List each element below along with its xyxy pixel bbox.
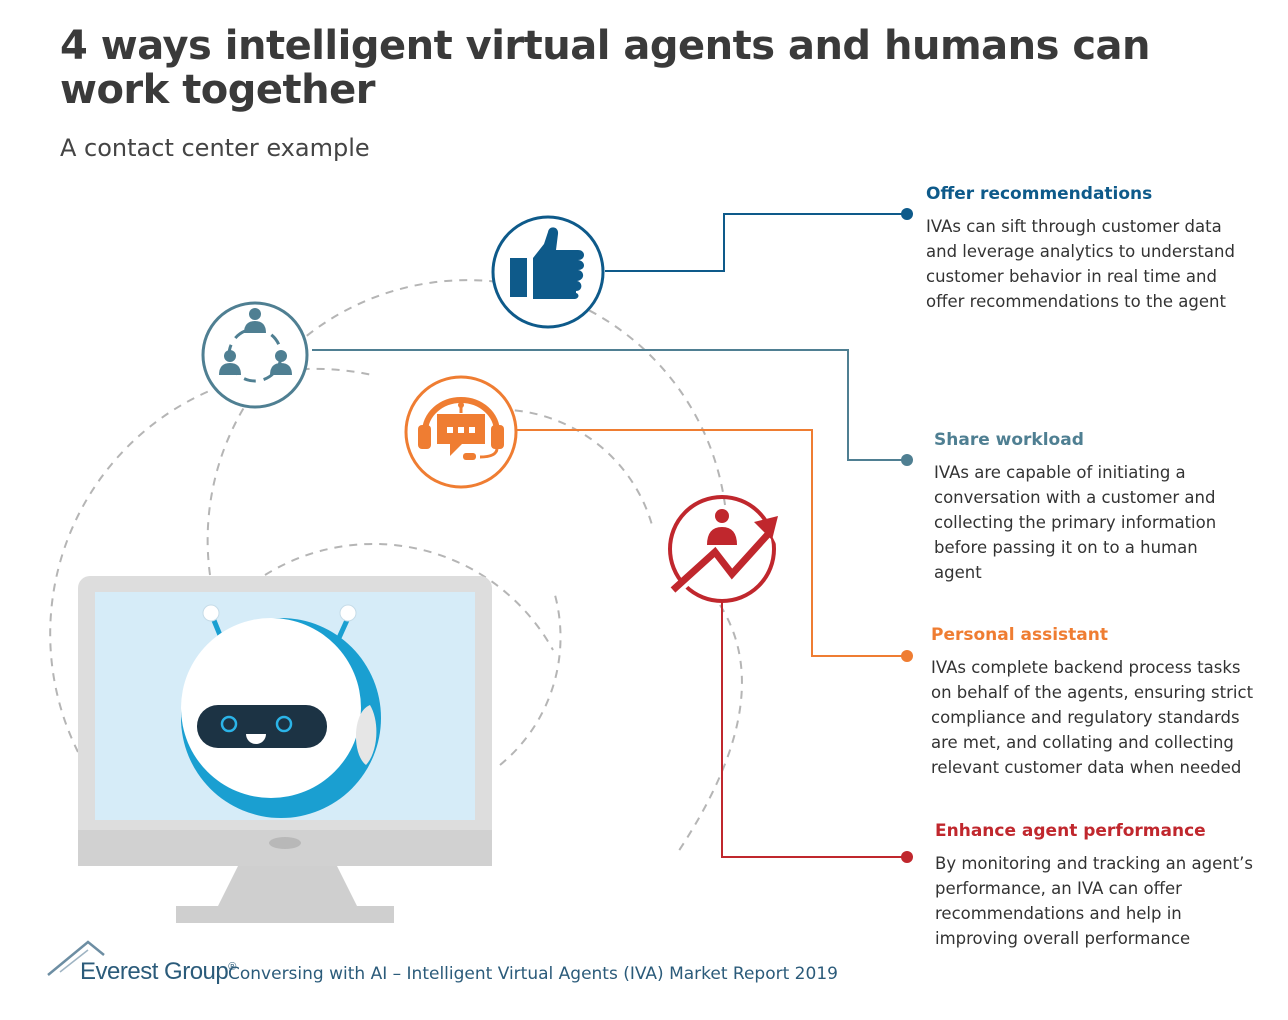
footer: Everest Group® Conversing with AI – Inte… xyxy=(48,938,948,998)
item-personal-assistant: Personal assistant IVAs complete backend… xyxy=(931,625,1266,780)
team-network-icon xyxy=(201,301,309,409)
item-description: IVAs are capable of initiating a convers… xyxy=(934,463,1217,582)
brand-name: Everest Group® xyxy=(80,958,236,985)
robot-icon xyxy=(181,604,381,818)
item-heading: Enhance agent performance xyxy=(935,821,1206,841)
item-description: IVAs can sift through customer data and … xyxy=(926,217,1235,311)
item-heading: Personal assistant xyxy=(931,625,1108,645)
page-subtitle: A contact center example xyxy=(60,134,370,162)
page-title: 4 ways intelligent virtual agents and hu… xyxy=(60,23,1151,113)
connector-assistant xyxy=(517,429,907,657)
monitor-base xyxy=(176,906,394,923)
item-heading: Share workload xyxy=(934,430,1084,450)
chatbot-headset-icon xyxy=(404,375,518,489)
connector-lines xyxy=(312,213,907,858)
connector-dot-assistant xyxy=(901,650,913,662)
thumbs-up-icon xyxy=(491,215,605,329)
report-title: Conversing with AI – Intelligent Virtual… xyxy=(228,964,838,984)
performance-growth-icon xyxy=(668,495,782,603)
connector-offer xyxy=(605,213,907,272)
monitor-neck xyxy=(215,862,360,912)
item-offer-recommendations: Offer recommendations IVAs can sift thro… xyxy=(926,184,1261,314)
monitor-button xyxy=(269,837,301,849)
connector-dot-share xyxy=(901,454,913,466)
connector-dot-offer xyxy=(901,208,913,220)
item-heading: Offer recommendations xyxy=(926,184,1153,204)
item-description: IVAs complete backend process tasks on b… xyxy=(931,658,1254,777)
item-share-workload: Share workload IVAs are capable of initi… xyxy=(934,430,1269,585)
connector-dot-performance xyxy=(901,851,913,863)
everest-logo-icon xyxy=(47,940,105,976)
monitor-illustration xyxy=(78,576,492,923)
item-enhance-agent-performance: Enhance agent performance By monitoring … xyxy=(935,821,1270,951)
connector-performance xyxy=(721,602,907,858)
item-description: By monitoring and tracking an agent’s pe… xyxy=(935,854,1254,948)
connector-share xyxy=(312,349,907,461)
